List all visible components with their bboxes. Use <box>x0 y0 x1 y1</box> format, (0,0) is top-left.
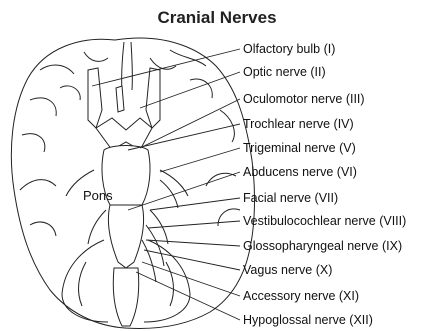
label-oculomotor-nerve: Oculomotor nerve (III) <box>243 92 365 106</box>
nerve-labels: Olfactory bulb (I) Optic nerve (II) Ocul… <box>243 42 406 327</box>
label-facial-nerve: Facial nerve (VII) <box>243 191 338 205</box>
olfactory-tracts <box>88 68 160 128</box>
brainstem <box>102 146 150 327</box>
label-optic-nerve: Optic nerve (II) <box>243 65 326 79</box>
pons-label: Pons <box>83 188 113 203</box>
label-trigeminal-nerve: Trigeminal nerve (V) <box>243 141 356 155</box>
label-vagus-nerve: Vagus nerve (X) <box>243 263 332 277</box>
label-olfactory-bulb: Olfactory bulb (I) <box>243 42 335 56</box>
label-hypoglossal-nerve: Hypoglossal nerve (XII) <box>243 313 373 327</box>
label-abducens-nerve: Abducens nerve (VI) <box>243 165 357 179</box>
label-vestibulocochlear: Vestibulocochlear nerve (VIII) <box>243 214 406 228</box>
label-accessory-nerve: Accessory nerve (XI) <box>243 289 359 303</box>
label-glossopharyngeal: Glossopharyngeal nerve (IX) <box>243 239 402 253</box>
label-trochlear-nerve: Trochlear nerve (IV) <box>243 117 354 131</box>
optic-structures <box>96 86 152 150</box>
